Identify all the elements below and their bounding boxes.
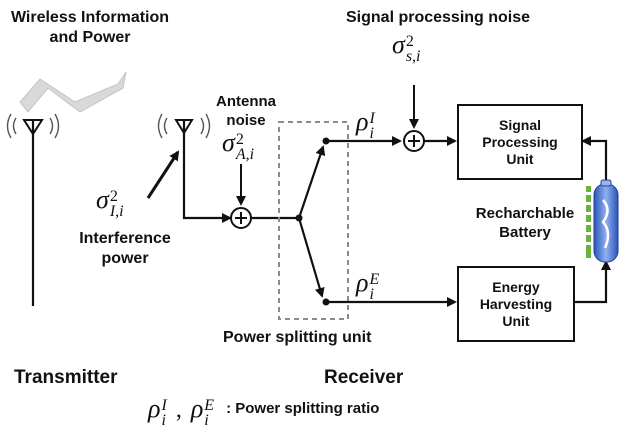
rho-i-info-base: ρ [356,107,369,136]
ehu-line3: Unit [502,312,530,329]
legend-rho-i-base: ρ [148,394,161,423]
sigma-i-base: σ [96,185,109,214]
rho-i-energy-base: ρ [356,268,369,297]
interference-line1: Interference [79,230,171,247]
legend-rho-e-sub: i [204,412,209,430]
transmitter-label: Transmitter [14,367,118,388]
transmitter-antenna-icon [6,113,60,306]
rho-i-energy-sup: E [369,271,380,289]
receiver-label: Receiver [324,367,404,388]
signal-processing-noise-label: Signal processing noise [346,9,531,26]
recharchable-line2: Battery [499,224,551,241]
legend-comma: , [175,397,182,423]
recharchable-line1: Recharchable [475,205,575,222]
eh-to-battery-line [575,260,611,304]
recharchable-battery-label: Recharchable Battery [470,204,580,242]
antenna-feed-line [182,120,232,223]
legend-rho-e-base: ρ [190,394,204,423]
sigma-s-sub: s,i [405,48,421,66]
antenna-noise-line1: Antenna [216,93,276,110]
wireless-title-line1: Wireless Information [10,9,170,26]
interference-line2: power [101,250,149,267]
sigma-i-sup: 2 [109,188,118,206]
power-splitting-unit-label: Power splitting unit [223,329,372,346]
rho-i-energy-sub: i [369,286,374,304]
sigma-s-sup: 2 [405,33,414,51]
antenna-noise-adder [230,207,252,229]
power-splitting-ratio-label: : Power splitting ratio [226,400,380,417]
ehu-line2: Harvesting [479,295,553,312]
signal-processing-unit: Signal Processing Unit [457,104,583,180]
legend-rho-e-sup: E [204,397,215,415]
legend-rho-i-sub: i [161,412,166,430]
rho-i-info-sup: I [369,110,375,128]
sigma-s-base: σ [392,30,405,59]
splitter-branch-upper [297,145,326,219]
splitter-branch-lower [297,217,325,298]
wireless-title-line2: and Power [49,29,131,46]
spu-line1: Signal [498,116,541,133]
wireless-title: Wireless Information and Power [0,8,180,48]
power-splitting-unit-box [278,121,349,320]
interference-power-label: Interference power [60,229,190,269]
spu-line2: Processing [482,133,558,150]
rho-i-info-sub: i [369,125,374,143]
signal-processing-noise-adder [403,130,425,152]
sigma-a-sub: A,i [235,146,255,164]
antenna-noise-line2: noise [226,112,266,129]
lightning-bolt-icon [19,71,127,113]
sigma-a-base: σ [222,128,235,157]
antenna-noise-label: Antenna noise [201,92,291,130]
sigma-i-sub: I,i [109,203,124,221]
spu-line3: Unit [506,150,534,167]
battery-icon [586,179,619,263]
ehu-line1: Energy [492,278,540,295]
interference-arrow [146,150,180,199]
battery-to-spu-line [581,136,608,182]
legend-rho-i-sup: I [161,397,167,415]
sigma-a-sup: 2 [235,131,244,149]
energy-harvesting-unit: Energy Harvesting Unit [457,266,575,342]
